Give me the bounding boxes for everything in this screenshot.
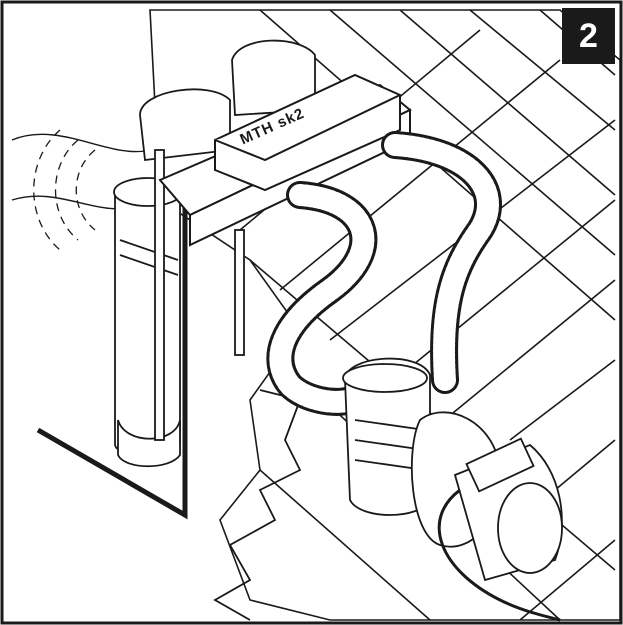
skimmer-housing [158, 73, 412, 247]
support-legs [154, 149, 245, 441]
hoses [266, 131, 502, 416]
ripple-lines [33, 129, 96, 251]
pool-wall [36, 170, 188, 520]
skimmer-body [113, 177, 183, 468]
power-cable [437, 488, 561, 622]
deck-edge [213, 389, 302, 621]
step-number-badge: 2 [562, 8, 615, 64]
skimmer-floats [139, 39, 316, 161]
pump [342, 357, 563, 582]
